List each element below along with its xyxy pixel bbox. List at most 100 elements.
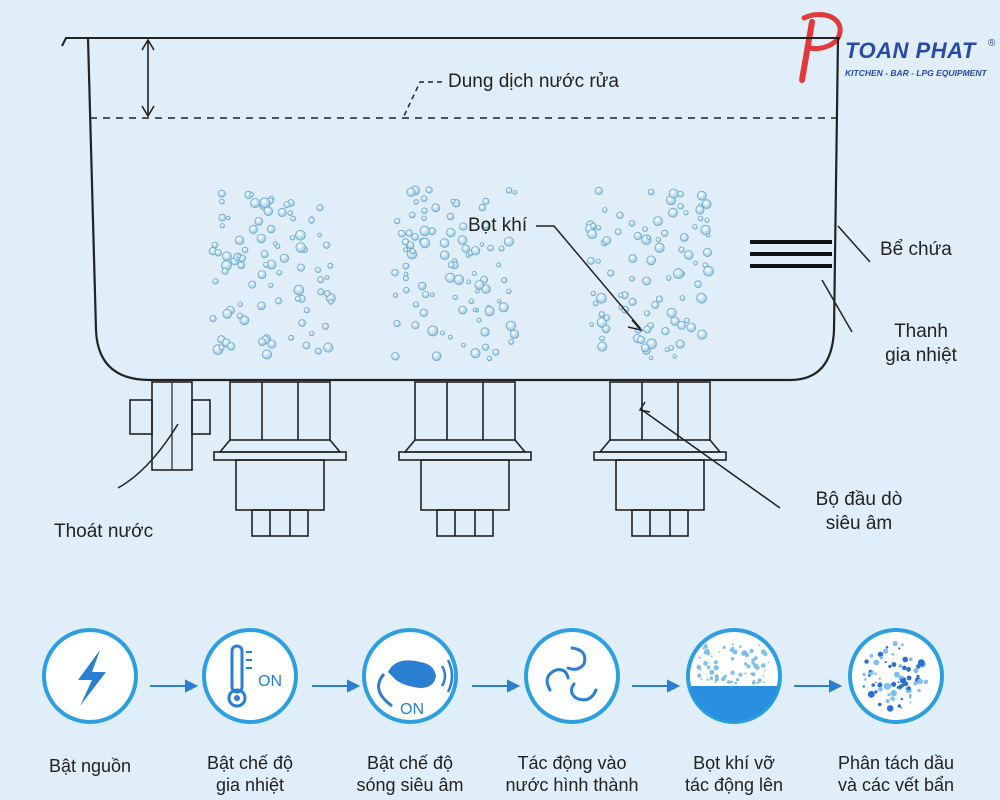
bubble	[703, 265, 714, 277]
bubble	[478, 203, 487, 212]
step-label-line1: Bật nguồn	[48, 756, 132, 776]
bubble	[498, 302, 509, 313]
bubble	[236, 253, 242, 259]
bubble	[408, 211, 416, 219]
heater-label: Thanh gia nhiệt	[866, 320, 976, 368]
bubble	[402, 275, 409, 282]
bubble	[675, 339, 685, 349]
bubble	[293, 284, 305, 296]
bubble	[209, 314, 217, 323]
dirt-particles-icon	[862, 640, 929, 712]
bubble	[267, 339, 277, 349]
bubble	[646, 235, 651, 240]
bubble	[589, 322, 595, 327]
bubble	[268, 282, 274, 288]
bubble	[440, 330, 446, 336]
bubble	[607, 269, 615, 277]
bubble	[405, 229, 413, 237]
transducer-3	[593, 381, 727, 537]
bubble	[704, 217, 710, 223]
brand-name: TOAN PHAT	[845, 38, 976, 63]
bubble	[277, 207, 287, 217]
bubble	[692, 224, 698, 230]
bubble	[226, 215, 231, 221]
bubble	[317, 288, 325, 296]
heater-label-line2: gia nhiệt	[885, 345, 957, 366]
bubble	[303, 307, 310, 314]
bubble	[256, 233, 267, 244]
bubble	[393, 319, 401, 328]
bubble	[222, 251, 232, 262]
bubble	[324, 275, 330, 280]
bubble	[628, 220, 636, 227]
bubble	[290, 215, 297, 222]
bubble	[316, 204, 324, 212]
bubble	[419, 225, 431, 237]
bubble	[601, 207, 608, 213]
bubble	[484, 306, 495, 317]
bubble	[642, 226, 648, 233]
bubble	[219, 223, 225, 229]
bubble	[418, 281, 427, 291]
bubble	[457, 235, 468, 246]
step-circle-6	[848, 628, 944, 724]
bubble	[219, 198, 225, 205]
bubble	[323, 342, 334, 353]
bubble	[446, 227, 456, 238]
heater-label-line1: Thanh	[894, 321, 948, 342]
bubble	[628, 254, 638, 263]
step-label-line2: và các vết bẩn	[837, 775, 955, 795]
bubble	[258, 337, 267, 346]
bubble	[317, 232, 322, 238]
bubble	[420, 195, 428, 203]
bubble	[653, 216, 663, 227]
step-circle-5	[686, 628, 782, 724]
step-circle-3: ON	[362, 628, 458, 724]
bubble	[677, 320, 686, 330]
bubble	[595, 224, 602, 231]
bubble	[482, 222, 490, 229]
bubble	[419, 237, 431, 249]
bubble	[211, 241, 219, 249]
bubble	[655, 236, 661, 243]
bubble	[259, 197, 271, 209]
swirl-icon	[545, 646, 598, 702]
bubble	[668, 207, 678, 218]
step-label-line1: Bật chế độ	[366, 753, 454, 773]
transducer-label: Bộ đầu dò siêu âm	[794, 488, 924, 536]
bubble	[214, 248, 222, 257]
bubble	[471, 270, 477, 276]
bubble	[266, 224, 276, 234]
bubble	[647, 188, 655, 196]
step-label-line1: Bật chế độ	[206, 753, 294, 773]
bubble	[257, 270, 267, 280]
bubble	[598, 311, 605, 318]
bubble	[403, 247, 409, 253]
brand-tagline: KITCHEN - BAR - LPG EQUIPMENT	[845, 68, 987, 78]
bubble	[221, 267, 229, 275]
bubble	[295, 230, 306, 241]
bubble	[447, 261, 455, 269]
bubble	[673, 268, 684, 279]
bubble	[643, 325, 652, 334]
bubble	[241, 246, 249, 254]
bubbles-leader	[536, 225, 644, 332]
bubble	[501, 277, 508, 284]
bubble	[474, 280, 485, 290]
bubble	[401, 238, 410, 246]
bubble	[411, 233, 419, 241]
bubble	[217, 189, 226, 198]
bubble	[236, 312, 244, 319]
bubble	[596, 317, 608, 328]
bubble	[409, 248, 416, 255]
bubble	[288, 334, 295, 341]
bubble	[248, 224, 258, 234]
bubble	[322, 241, 331, 249]
bubble	[694, 280, 702, 289]
bubble	[425, 186, 433, 194]
bubble	[263, 206, 274, 217]
